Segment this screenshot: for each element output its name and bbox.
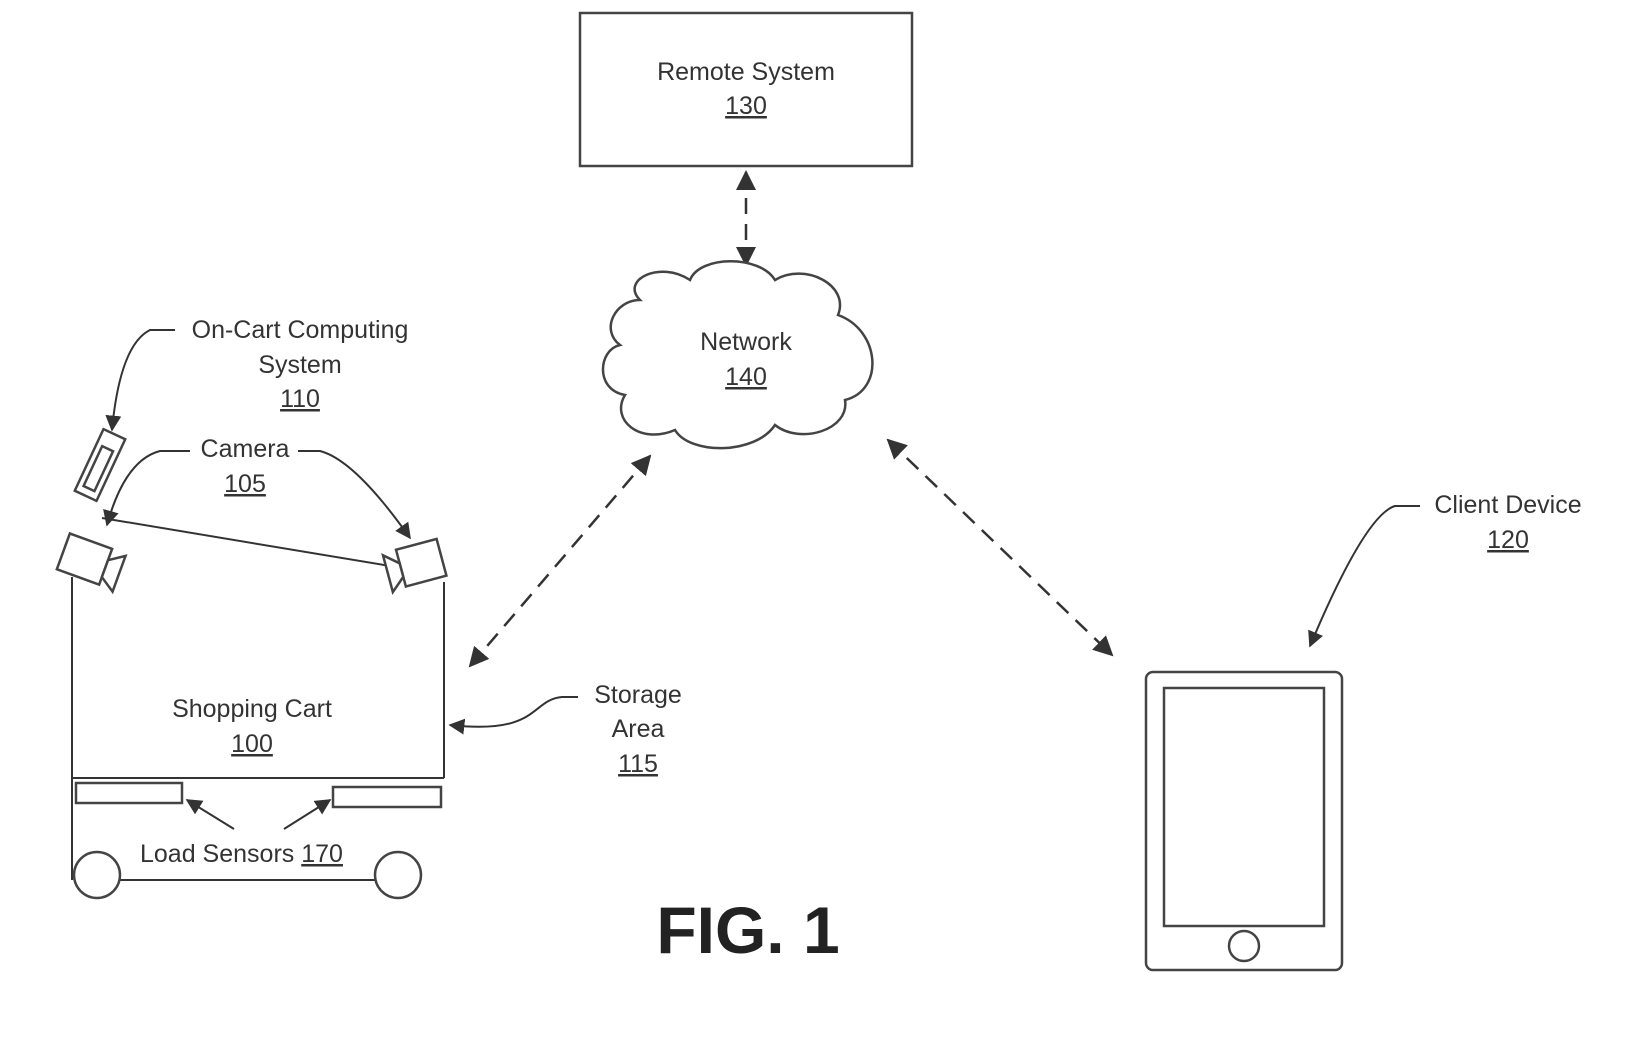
on-cart-computing-device	[75, 429, 125, 501]
network-cart-link	[470, 456, 650, 666]
on-cart-computing-ref: 110	[280, 385, 320, 413]
network-ref: 140	[725, 363, 767, 391]
remote-system: Remote System 130	[580, 13, 912, 166]
camera-ref: 105	[224, 470, 266, 498]
on-cart-computing-label-line2: System	[258, 351, 341, 379]
load-sensors-ref: 170	[301, 840, 343, 868]
client-device	[1146, 672, 1342, 970]
remote-system-box	[580, 13, 912, 166]
client-device-screen	[1164, 688, 1324, 926]
camera-left-icon	[56, 534, 126, 592]
cart-wheel-left	[74, 852, 120, 898]
load-sensors-name: Load Sensors	[140, 840, 294, 868]
client-device-home-button	[1229, 931, 1259, 961]
camera-leader-right	[298, 451, 410, 538]
on-cart-computing-label-line1: On-Cart Computing	[192, 316, 409, 344]
load-sensor-left	[76, 783, 182, 803]
storage-area-label-line1: Storage	[594, 681, 682, 709]
client-device-leader	[1310, 506, 1420, 646]
figure-label: FIG. 1	[656, 893, 839, 967]
remote-system-label: Remote System	[657, 58, 835, 86]
camera-right-icon	[382, 539, 446, 592]
storage-area-leader	[450, 697, 578, 727]
storage-area-label-line2: Area	[612, 715, 665, 743]
cart-top-edge	[102, 518, 390, 566]
load-sensors-label: Load Sensors 170	[140, 840, 343, 868]
client-device-ref: 120	[1487, 526, 1529, 554]
camera-label: Camera	[201, 435, 290, 463]
load-sensor-leader-left	[187, 800, 234, 829]
client-device-label: Client Device	[1434, 491, 1581, 519]
shopping-cart-label: Shopping Cart	[172, 695, 332, 723]
network-label: Network	[700, 328, 792, 356]
camera-leader-left	[107, 451, 190, 525]
network: Network 140	[603, 261, 872, 448]
storage-area-ref: 115	[618, 750, 658, 778]
load-sensor-leader-right	[284, 800, 330, 829]
on-cart-computing-label-group: On-Cart Computing System 110	[192, 316, 409, 413]
shopping-cart-ref: 100	[231, 730, 273, 758]
network-client-link	[888, 440, 1112, 655]
on-cart-computing-leader	[112, 330, 175, 430]
remote-system-ref: 130	[725, 92, 767, 120]
cart-wheel-right	[375, 852, 421, 898]
load-sensor-right	[333, 787, 441, 807]
